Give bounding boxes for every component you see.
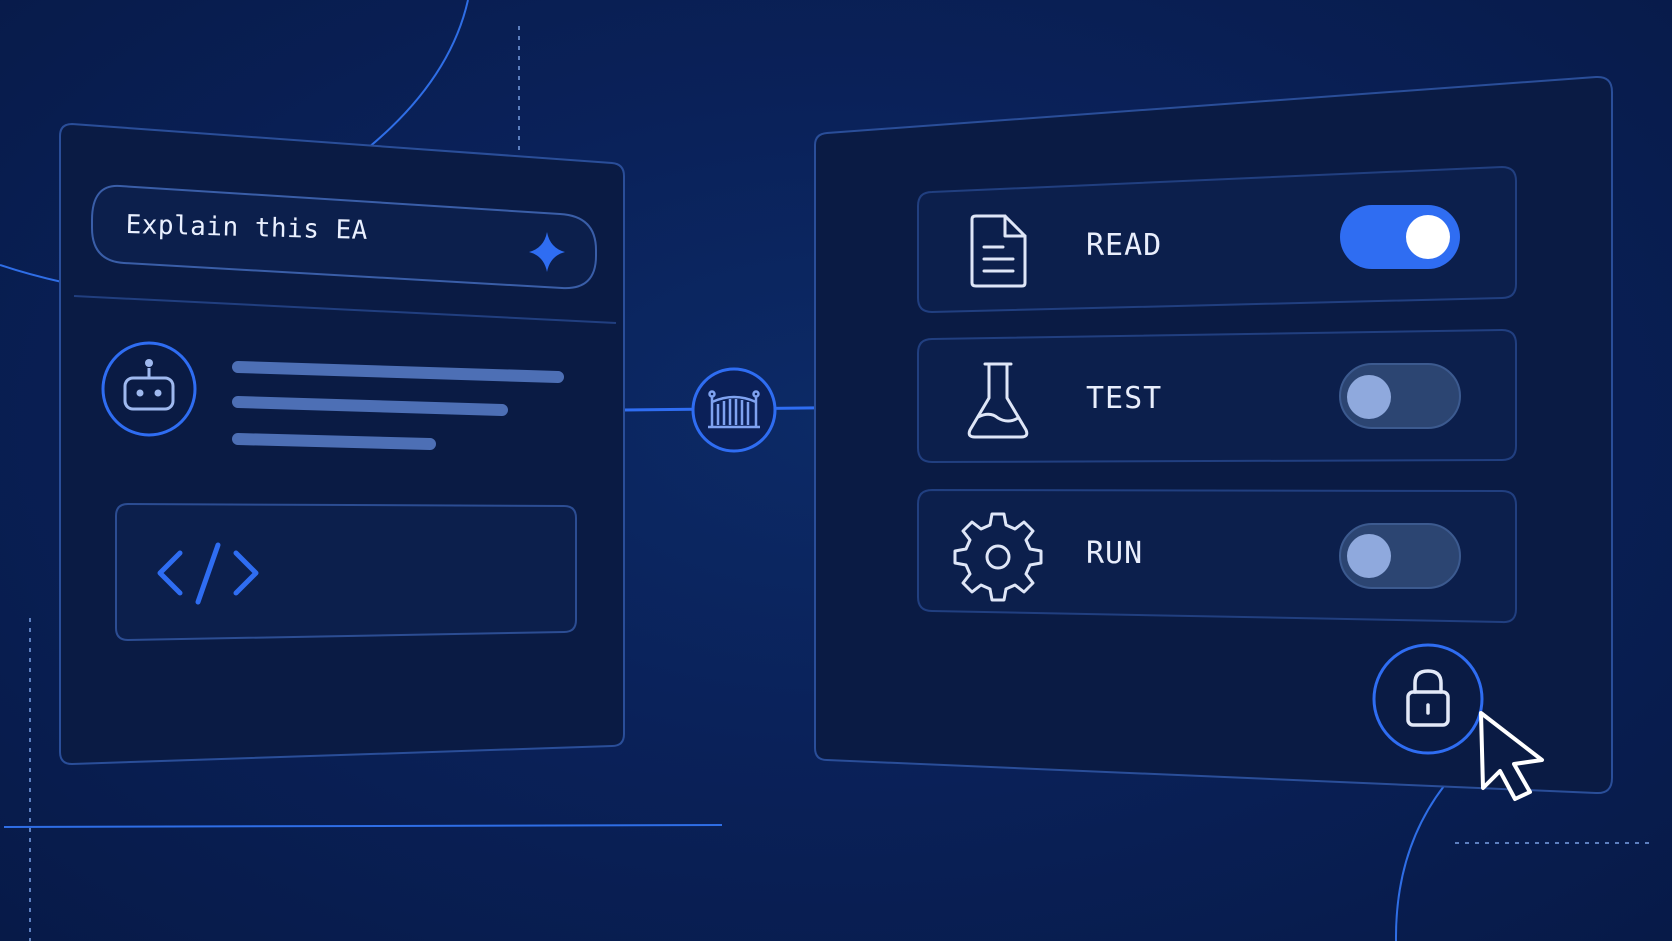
robot-icon (101, 341, 197, 437)
read-toggle[interactable] (1340, 205, 1460, 269)
lock-button[interactable] (1372, 643, 1484, 755)
code-icon (157, 542, 259, 605)
code-block[interactable] (115, 502, 577, 642)
run-toggle[interactable] (1339, 523, 1461, 589)
chat-panel (59, 122, 625, 766)
test-toggle[interactable] (1339, 363, 1461, 429)
cursor-arrow-icon (1479, 711, 1544, 801)
lock-icon (1406, 669, 1450, 727)
permission-row-run[interactable] (917, 488, 1517, 624)
flask-icon (967, 362, 1029, 439)
run-label: RUN (1086, 536, 1144, 571)
gate-icon (691, 367, 777, 453)
response-text-placeholder (232, 361, 564, 450)
prompt-input[interactable] (91, 184, 597, 290)
permissions-panel (814, 75, 1613, 795)
read-label: READ (1086, 228, 1163, 263)
document-icon (970, 214, 1027, 288)
permission-row-read[interactable] (917, 165, 1517, 314)
sparkle-icon[interactable] (529, 232, 565, 272)
test-label: TEST (1086, 381, 1163, 416)
permission-row-test[interactable] (917, 328, 1517, 464)
gear-icon (953, 512, 1043, 602)
